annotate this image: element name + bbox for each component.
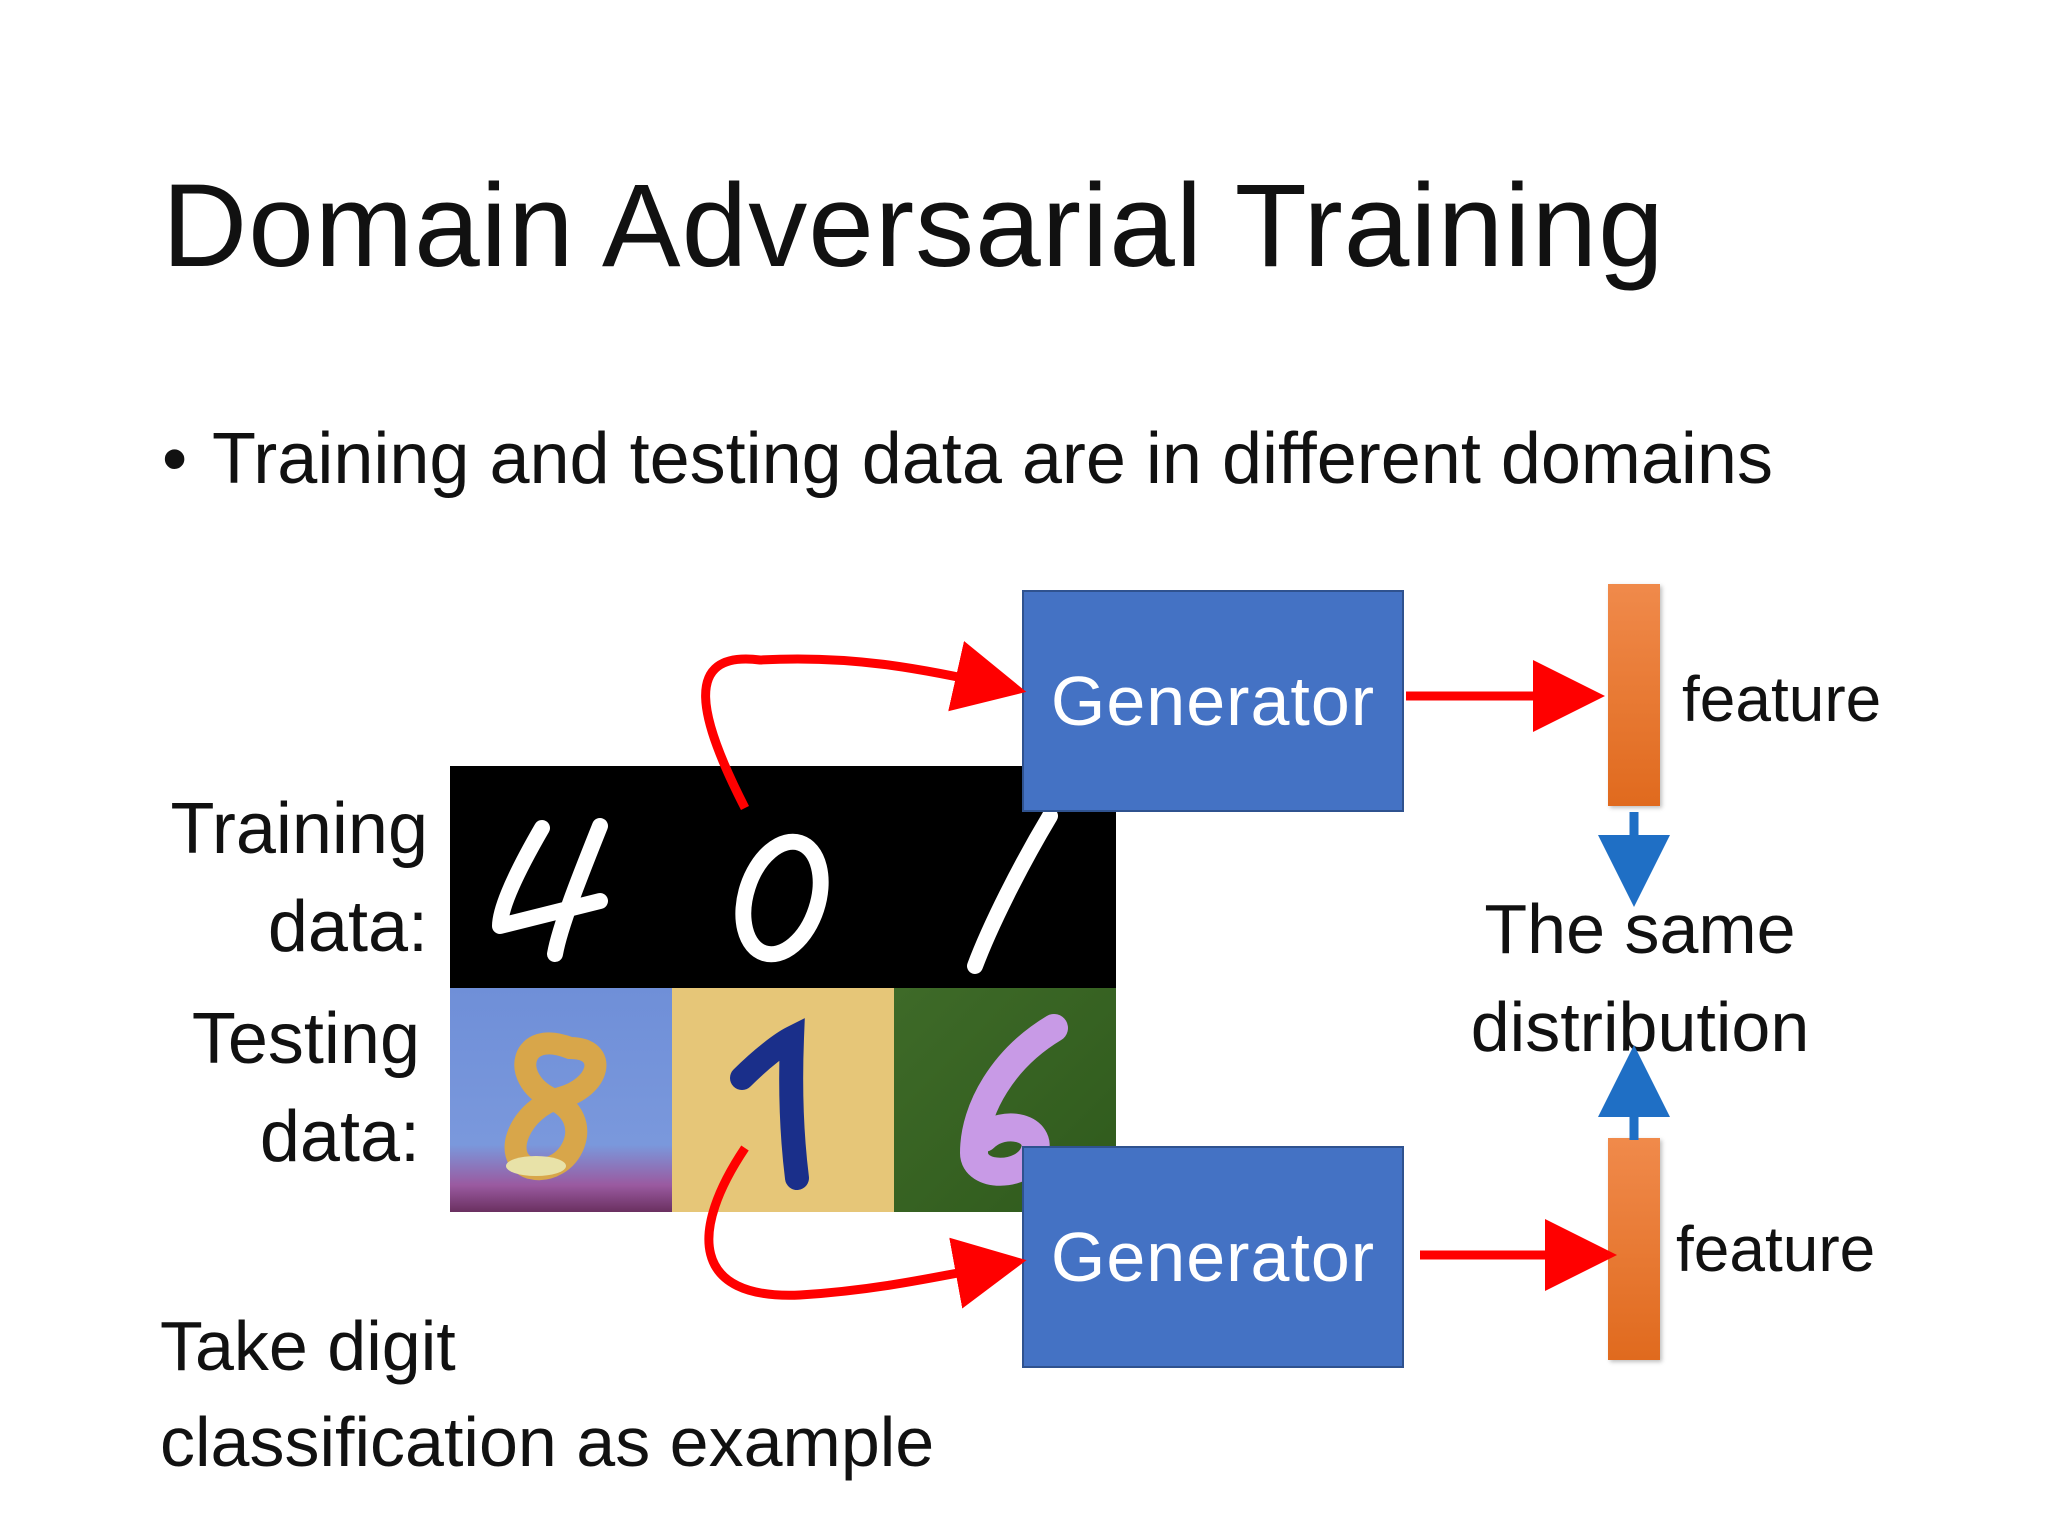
training-digits-image — [492, 808, 1058, 974]
testing-cell-1 — [672, 988, 894, 1212]
bullet-point: • Training and testing data are in differ… — [162, 418, 1773, 500]
footnote-line-1: Take digit — [160, 1307, 456, 1385]
generator-box-top: Generator — [1022, 590, 1404, 812]
bullet-dot-icon: • — [162, 419, 188, 499]
generator-box-bottom: Generator — [1022, 1146, 1404, 1368]
generator-bottom-label: Generator — [1050, 1218, 1376, 1296]
testing-cell-8 — [450, 988, 672, 1212]
digit-8-glyph — [504, 1032, 607, 1181]
bullet-text: Training and testing data are in differe… — [212, 419, 1773, 499]
testing-label-line-1: Testing — [191, 999, 420, 1079]
feature-label-top: feature — [1682, 663, 1882, 735]
generator-top-label: Generator — [1050, 662, 1376, 740]
digit-1-glyph — [967, 808, 1058, 974]
digit-4-glyph — [492, 818, 608, 962]
digit-0-glyph — [735, 833, 829, 963]
footnote-line-2: classification as example — [160, 1403, 935, 1481]
same-distribution-label: The same distribution — [1420, 880, 1860, 1076]
testing-label-line-2: data: — [259, 1097, 420, 1177]
footnote-text: Take digit classification as example — [160, 1298, 934, 1490]
training-digit-strip — [450, 766, 1116, 988]
training-label-line-2: data: — [267, 887, 428, 967]
testing-data-label: Testing data: — [160, 990, 420, 1186]
arrow-testing-to-generator — [704, 1145, 1027, 1309]
slide-title: Domain Adversarial Training — [162, 160, 1665, 292]
feature-label-bottom: feature — [1676, 1213, 1876, 1285]
training-data-label: Training data: — [160, 780, 428, 976]
digit-1-test-glyph — [730, 1018, 809, 1190]
training-label-line-1: Training — [170, 789, 428, 869]
digit-6-glyph — [959, 1014, 1068, 1186]
feature-bar-top — [1608, 584, 1660, 806]
arrow-training-to-generator — [701, 641, 1027, 811]
